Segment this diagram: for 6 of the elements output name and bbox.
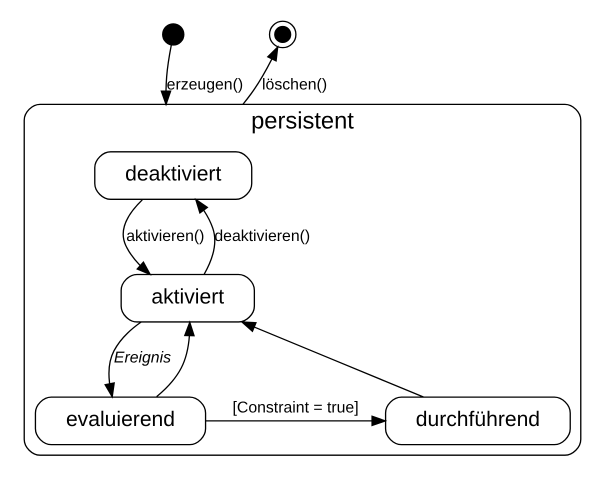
edge-label: deaktivieren() xyxy=(214,227,310,244)
edge-label: aktivieren() xyxy=(126,227,204,244)
edge-label: erzeugen() xyxy=(166,76,244,93)
edge-label: löschen() xyxy=(262,76,328,93)
edge-label: [Constraint = true] xyxy=(232,398,359,416)
edge-label: Ereignis xyxy=(114,348,172,366)
